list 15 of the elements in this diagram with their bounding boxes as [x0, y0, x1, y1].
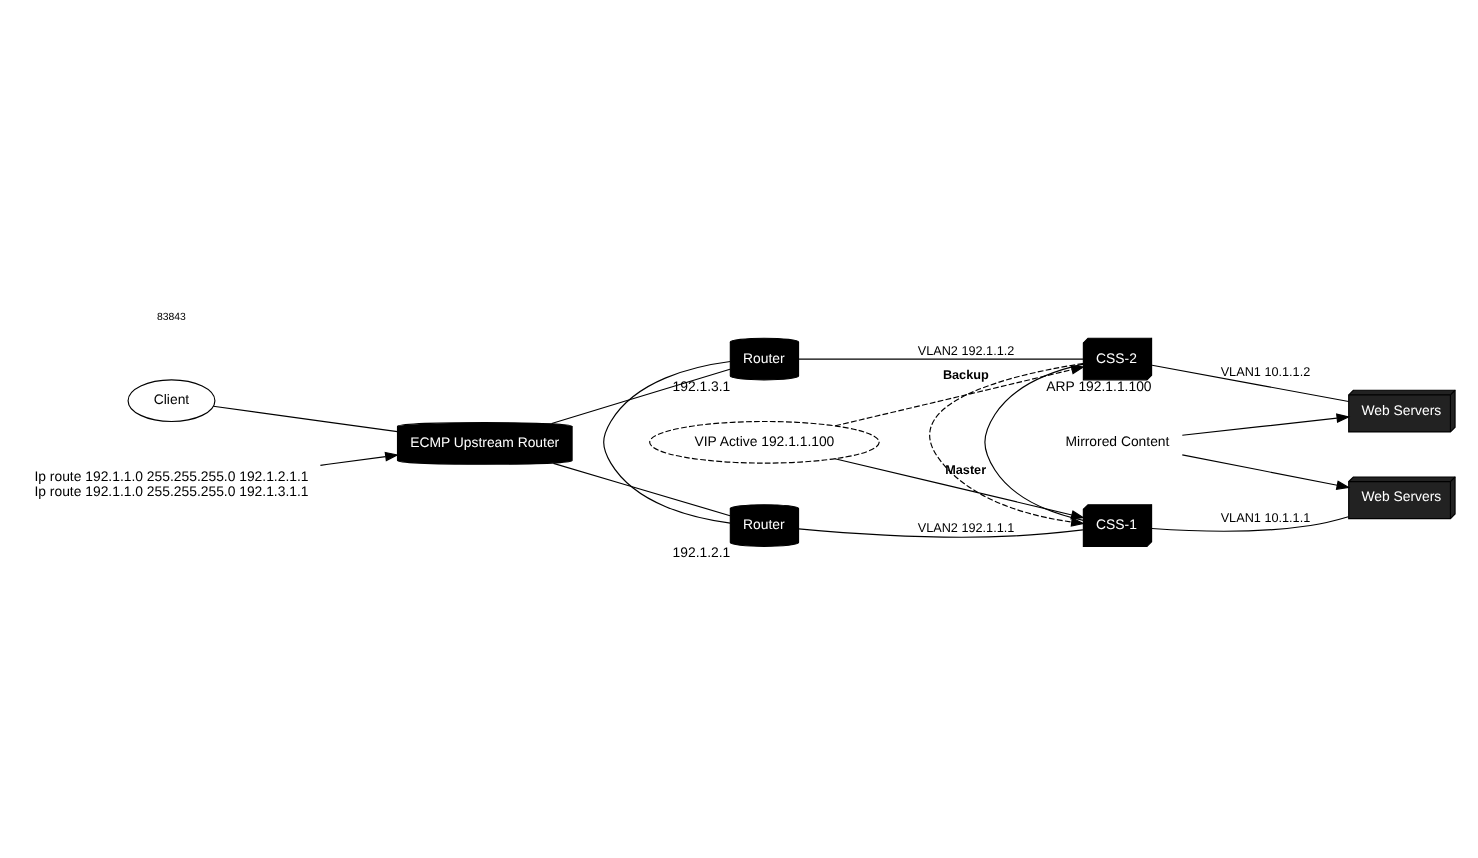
connector: [212, 405, 398, 433]
arrow: [1181, 413, 1351, 436]
connector: [1151, 516, 1349, 532]
connector: [798, 528, 1084, 538]
connector: [984, 363, 1084, 521]
connector: [603, 360, 731, 524]
connector: [798, 358, 1084, 360]
arrow: [834, 458, 1085, 520]
connector: [1151, 364, 1350, 403]
arrow: [319, 451, 399, 466]
arrow: [1181, 454, 1351, 490]
connector: [551, 368, 731, 425]
arrow: [929, 362, 1085, 527]
connector: [552, 462, 731, 517]
arrow: [834, 365, 1086, 427]
